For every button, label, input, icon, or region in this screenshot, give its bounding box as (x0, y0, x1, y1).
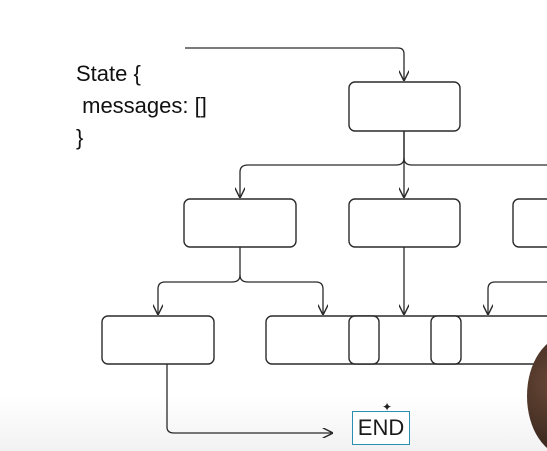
bottom-inner-node-2 (430, 315, 462, 365)
edge-left-to-bottom-wide (239, 274, 323, 314)
middle-node (348, 198, 461, 248)
bottom-wide-node (265, 315, 547, 365)
state-line-1: State { (76, 61, 141, 86)
edge-state-to-root (185, 47, 404, 80)
edge-right-to-bottom-wide (488, 281, 547, 314)
bottom-inner-node-1 (348, 315, 380, 365)
bottom-left-node (101, 315, 215, 365)
presenter-avatar (527, 336, 547, 451)
edge-left-to-bottom-left (158, 247, 241, 314)
root-node (348, 81, 461, 132)
left-node (183, 198, 297, 248)
end-node: END (352, 411, 410, 445)
state-line-3: } (76, 125, 84, 150)
right-node (512, 198, 547, 248)
state-definition: State { messages: [] } (76, 58, 207, 154)
state-line-2: messages: [] (76, 93, 207, 118)
edge-bottom-left-to-end (166, 364, 332, 433)
mouse-cursor-icon: ✦ (382, 400, 393, 414)
edge-root-to-right (403, 157, 547, 166)
edge-root-to-left (240, 131, 405, 197)
